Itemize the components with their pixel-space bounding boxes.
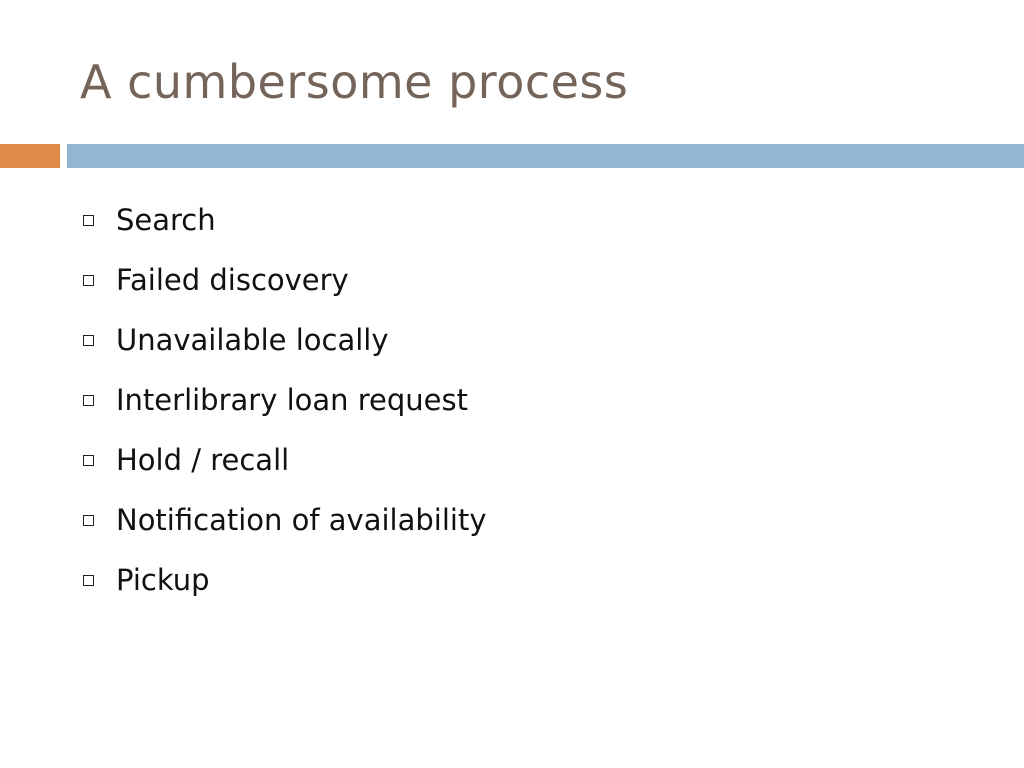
bullet-text: Unavailable locally [116, 323, 389, 357]
bullet-item-unavailable-locally: Unavailable locally [80, 310, 487, 370]
bullet-text: Hold / recall [116, 443, 290, 477]
square-outline-icon [83, 514, 94, 526]
bullet-item-notification: Notification of availability [80, 490, 487, 550]
square-outline-icon [83, 454, 94, 466]
square-outline-icon [83, 394, 94, 406]
bullet-text: Failed discovery [116, 263, 349, 297]
bullet-text: Search [116, 203, 216, 237]
square-outline-icon [83, 214, 94, 226]
square-outline-icon [83, 334, 94, 346]
square-outline-icon [83, 574, 94, 586]
slide-title: A cumbersome process [80, 55, 629, 109]
bullet-item-interlibrary-loan: Interlibrary loan request [80, 370, 487, 430]
bullet-text: Notification of availability [116, 503, 487, 537]
accent-bar [0, 144, 60, 168]
bullet-list: Search Failed discovery Unavailable loca… [80, 190, 487, 610]
header-bar [67, 144, 1024, 168]
bullet-text: Interlibrary loan request [116, 383, 468, 417]
bullet-text: Pickup [116, 563, 210, 597]
square-outline-icon [83, 274, 94, 286]
bullet-item-search: Search [80, 190, 487, 250]
bullet-item-pickup: Pickup [80, 550, 487, 610]
bullet-item-hold-recall: Hold / recall [80, 430, 487, 490]
bullet-item-failed-discovery: Failed discovery [80, 250, 487, 310]
